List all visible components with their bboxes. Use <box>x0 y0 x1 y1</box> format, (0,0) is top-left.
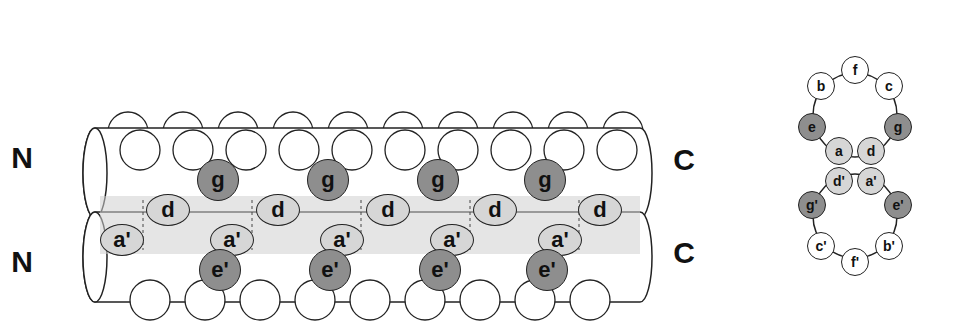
heptad-letter: e' <box>321 259 338 281</box>
heptad-letter: e' <box>892 198 903 212</box>
residue-circle: g <box>884 113 912 141</box>
heptad-letter: d <box>488 199 501 221</box>
residue-circle: g <box>197 159 239 201</box>
residue-circle: d <box>366 194 410 226</box>
heptad-letter: g <box>538 169 551 191</box>
residue-circle <box>120 130 160 170</box>
residue-circle: d' <box>825 167 853 195</box>
residue-circle: g <box>417 159 459 201</box>
residue-circle: b' <box>875 232 903 260</box>
residue-circle: e' <box>884 191 912 219</box>
residue-circle: e' <box>309 249 351 291</box>
heptad-letter: a <box>835 144 843 158</box>
heptad-letter: e <box>808 120 816 134</box>
residue-circle: f' <box>841 248 869 276</box>
residue-circle: a <box>825 137 853 165</box>
residue-circle: d <box>473 194 517 226</box>
heptad-letter: g <box>894 120 903 134</box>
residue-circle: a' <box>100 224 144 256</box>
heptad-letter: e' <box>538 259 555 281</box>
heptad-letter: d' <box>833 174 845 188</box>
residue-circle: d <box>578 194 622 226</box>
residue-circle: d <box>146 194 190 226</box>
heptad-letter: g <box>431 169 444 191</box>
heptad-letter: g' <box>806 198 818 212</box>
residue-circle: d <box>857 137 885 165</box>
heptad-letter: a' <box>333 229 350 251</box>
helix-residues-front <box>120 130 637 320</box>
residue-circle <box>570 280 610 320</box>
heptad-letter: e' <box>211 259 228 281</box>
residue-circle: d <box>256 194 300 226</box>
heptad-letter: f <box>853 63 858 77</box>
heptad-letter: e' <box>431 259 448 281</box>
terminus-label: C <box>673 238 695 268</box>
heptad-letter: d <box>161 199 174 221</box>
heptad-letter: b' <box>883 239 895 253</box>
heptad-letter: d <box>867 144 876 158</box>
residue-circle: c <box>875 72 903 100</box>
residue-circle: a' <box>857 167 885 195</box>
heptad-letter: g <box>321 169 334 191</box>
residue-circle <box>491 130 531 170</box>
residue-circle: b <box>807 72 835 100</box>
residue-circle: e' <box>419 249 461 291</box>
heptad-letter: b <box>817 79 826 93</box>
terminus-label: N <box>11 247 33 277</box>
residue-circle: g <box>307 159 349 201</box>
residue-circle: e' <box>199 249 241 291</box>
residue-circle: e <box>798 113 826 141</box>
terminus-label: N <box>11 143 33 173</box>
residue-circle <box>597 130 637 170</box>
heptad-letter: a' <box>443 229 460 251</box>
heptad-letter: c' <box>815 239 826 253</box>
residue-circle <box>350 280 390 320</box>
heptad-letter: f' <box>851 255 859 269</box>
residue-circle <box>460 280 500 320</box>
heptad-letter: a' <box>865 174 876 188</box>
residue-circle: e' <box>526 249 568 291</box>
residue-circle: g <box>524 159 566 201</box>
heptad-letter: a' <box>113 229 130 251</box>
residue-circle <box>385 130 425 170</box>
heptad-letter: d <box>381 199 394 221</box>
heptad-letter: d <box>271 199 284 221</box>
heptad-letter: c <box>885 79 893 93</box>
residue-circle: f <box>841 56 869 84</box>
residue-circle: c' <box>807 232 835 260</box>
terminus-label: C <box>673 145 695 175</box>
heptad-letter: a' <box>223 229 240 251</box>
residue-circle <box>240 280 280 320</box>
residue-circle <box>130 280 170 320</box>
heptad-letter: d <box>593 199 606 221</box>
residue-circle: g' <box>798 191 826 219</box>
heptad-letter: g <box>211 169 224 191</box>
heptad-letter: a' <box>551 229 568 251</box>
